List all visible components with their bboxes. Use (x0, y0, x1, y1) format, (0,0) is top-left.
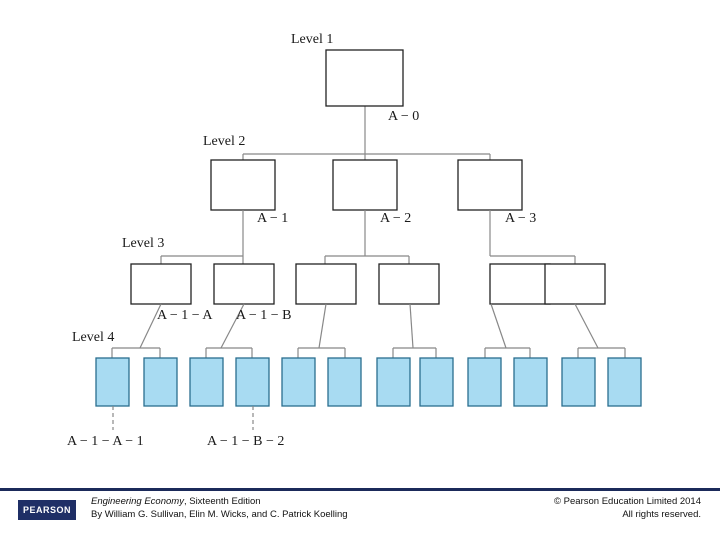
leaf-level4-4 (235, 357, 270, 407)
level-3-label: Level 3 (122, 236, 165, 251)
edge-level3-to-level4-4 (409, 303, 414, 349)
leaf-level4-12 (607, 357, 642, 407)
footer-copyright: © Pearson Education Limited 2014 (554, 496, 701, 507)
leaf-level4-6 (327, 357, 362, 407)
leaf-level4-7 (376, 357, 411, 407)
footer-edition: , Sixteenth Edition (183, 496, 261, 507)
node-level3-5 (489, 263, 551, 305)
node-level2-1 (210, 159, 276, 211)
node-level2-2 (332, 159, 398, 211)
footer-rights: All rights reserved. (622, 509, 701, 520)
node-label-a-1-a: A − 1 − A (157, 308, 213, 323)
leaf-level4-9 (467, 357, 502, 407)
node-label-a-0: A − 0 (388, 109, 420, 124)
node-level3-2 (213, 263, 275, 305)
edge-level3-to-level4-5 (490, 303, 507, 349)
leaf-level4-10 (513, 357, 548, 407)
node-level3-3 (295, 263, 357, 305)
footer-rule (0, 488, 720, 491)
edge-level3-to-level4-2 (220, 303, 245, 349)
leaf-level4-5 (281, 357, 316, 407)
leaf-label-a-1-a-1: A − 1 − A − 1 (67, 434, 144, 449)
edge-level3-to-level4-3 (318, 303, 327, 349)
node-level2-3 (457, 159, 523, 211)
footer-authors: By William G. Sullivan, Elin M. Wicks, a… (91, 509, 348, 520)
node-level3-4 (378, 263, 440, 305)
level-1-label: Level 1 (291, 32, 334, 47)
node-level1 (325, 49, 404, 107)
leaf-label-a-1-b-2: A − 1 − B − 2 (207, 434, 285, 449)
node-level3-1 (130, 263, 192, 305)
footer-title: Engineering Economy (91, 496, 184, 507)
edge-level3-to-level4-1 (139, 303, 162, 349)
leaf-level4-8 (419, 357, 454, 407)
leaf-level4-2 (143, 357, 178, 407)
leaf-level4-3 (189, 357, 224, 407)
node-label-a-3: A − 3 (505, 211, 537, 226)
node-label-a-2: A − 2 (380, 211, 412, 226)
level-2-label: Level 2 (203, 134, 246, 149)
footer-book-title: Engineering Economy, Sixteenth Edition (91, 496, 261, 507)
node-label-a-1-b: A − 1 − B (236, 308, 292, 323)
pearson-logo: PEARSON (18, 500, 76, 520)
leaf-level4-11 (561, 357, 596, 407)
edge-level3-to-level4-6 (574, 303, 599, 349)
node-level3-6 (544, 263, 606, 305)
node-label-a-1: A − 1 (257, 211, 289, 226)
level-4-label: Level 4 (72, 330, 115, 345)
leaf-level4-1 (95, 357, 130, 407)
